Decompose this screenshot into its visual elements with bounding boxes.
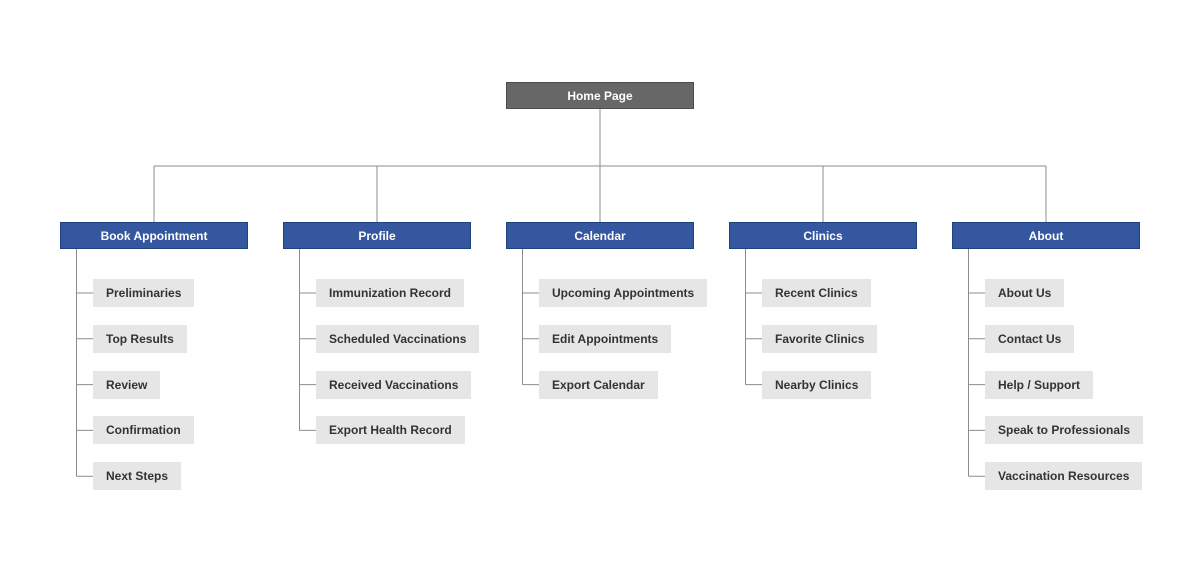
category-node-about: About xyxy=(952,222,1140,249)
leaf-node-export-calendar: Export Calendar xyxy=(539,370,658,399)
root-node-home-page: Home Page xyxy=(506,82,694,109)
category-node-book-appointment: Book Appointment xyxy=(60,222,248,249)
leaf-node-contact-us: Contact Us xyxy=(985,324,1075,353)
leaf-node-next-steps: Next Steps xyxy=(93,462,182,491)
leaf-node-scheduled-vaccinations: Scheduled Vaccinations xyxy=(316,324,480,353)
leaf-node-nearby-clinics: Nearby Clinics xyxy=(762,370,872,399)
leaf-node-top-results: Top Results xyxy=(93,324,187,353)
category-node-profile: Profile xyxy=(283,222,471,249)
leaf-node-received-vaccinations: Received Vaccinations xyxy=(316,370,472,399)
category-node-clinics: Clinics xyxy=(729,222,917,249)
leaf-node-help-support: Help / Support xyxy=(985,370,1093,399)
leaf-node-export-health-record: Export Health Record xyxy=(316,416,465,445)
leaf-node-preliminaries: Preliminaries xyxy=(93,279,195,307)
leaf-node-recent-clinics: Recent Clinics xyxy=(762,279,871,307)
leaf-node-speak-to-professionals: Speak to Professionals xyxy=(985,416,1144,445)
leaf-node-about-us: About Us xyxy=(985,279,1065,307)
leaf-node-immunization-record: Immunization Record xyxy=(316,279,465,307)
leaf-node-confirmation: Confirmation xyxy=(93,416,194,445)
leaf-node-edit-appointments: Edit Appointments xyxy=(539,324,672,353)
leaf-node-favorite-clinics: Favorite Clinics xyxy=(762,324,878,353)
leaf-node-upcoming-appointments: Upcoming Appointments xyxy=(539,279,708,307)
leaf-node-review: Review xyxy=(93,370,161,399)
category-node-calendar: Calendar xyxy=(506,222,694,249)
leaf-node-vaccination-resources: Vaccination Resources xyxy=(985,462,1143,491)
